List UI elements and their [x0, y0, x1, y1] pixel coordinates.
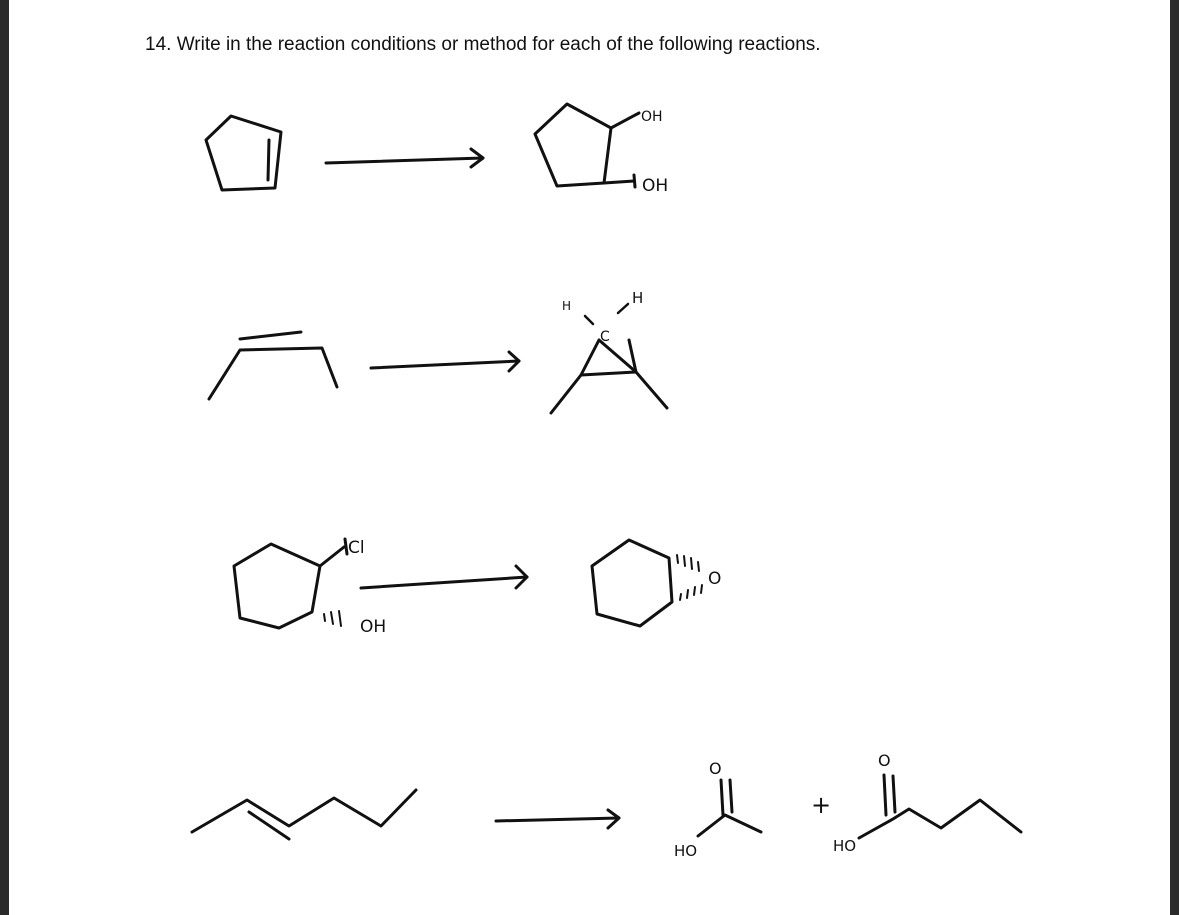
reactant-3-label-0: Cl	[348, 538, 365, 558]
reactions-drawing: OH OH H H C	[190, 102, 1023, 860]
product-2-label-0: H	[562, 299, 571, 313]
question-text: Write in the reaction conditions or meth…	[176, 34, 821, 55]
butanoic-acid-product: O HO	[833, 751, 1023, 855]
worksheet-page: 14. Write in the reaction conditions or …	[9, 0, 1170, 915]
cyclopentane-diol-product: OH OH	[533, 102, 668, 196]
alkene-reactant	[207, 330, 339, 401]
product-4-label-0: O	[709, 759, 722, 778]
product-4-label-1: HO	[674, 842, 697, 860]
reactant-3-label-1: OH	[360, 617, 386, 637]
reaction-arrow-4	[494, 808, 621, 830]
reaction-1: OH OH	[204, 102, 668, 196]
reaction-arrow-1	[324, 147, 485, 169]
question-14: 14. Write in the reaction conditions or …	[145, 34, 821, 56]
reaction-2: H H C	[207, 289, 669, 415]
product-2-label-2: C	[600, 329, 610, 345]
chlorohydrin-reactant: Cl OH	[232, 537, 386, 637]
reaction-arrow-2	[369, 350, 521, 373]
hexene-reactant	[190, 788, 418, 841]
acetic-acid-product: O HO	[674, 759, 763, 860]
product-4-label-4: HO	[833, 837, 856, 855]
product-1-label-0: OH	[641, 109, 663, 125]
question-number: 14.	[145, 34, 172, 55]
reaction-3: Cl OH O	[232, 537, 721, 637]
cyclopropane-product: H H C	[549, 289, 669, 415]
product-4-label-3: O	[878, 751, 891, 770]
plus-sign: +	[811, 791, 831, 819]
product-1-label-1: OH	[642, 176, 668, 196]
reaction-4: O HO + O HO	[190, 751, 1023, 860]
epoxide-product: O	[590, 538, 721, 628]
product-2-label-1: H	[632, 289, 643, 307]
cyclopentene-reactant	[204, 114, 283, 192]
reaction-arrow-3	[359, 564, 529, 590]
product-3-label-0: O	[708, 569, 721, 589]
